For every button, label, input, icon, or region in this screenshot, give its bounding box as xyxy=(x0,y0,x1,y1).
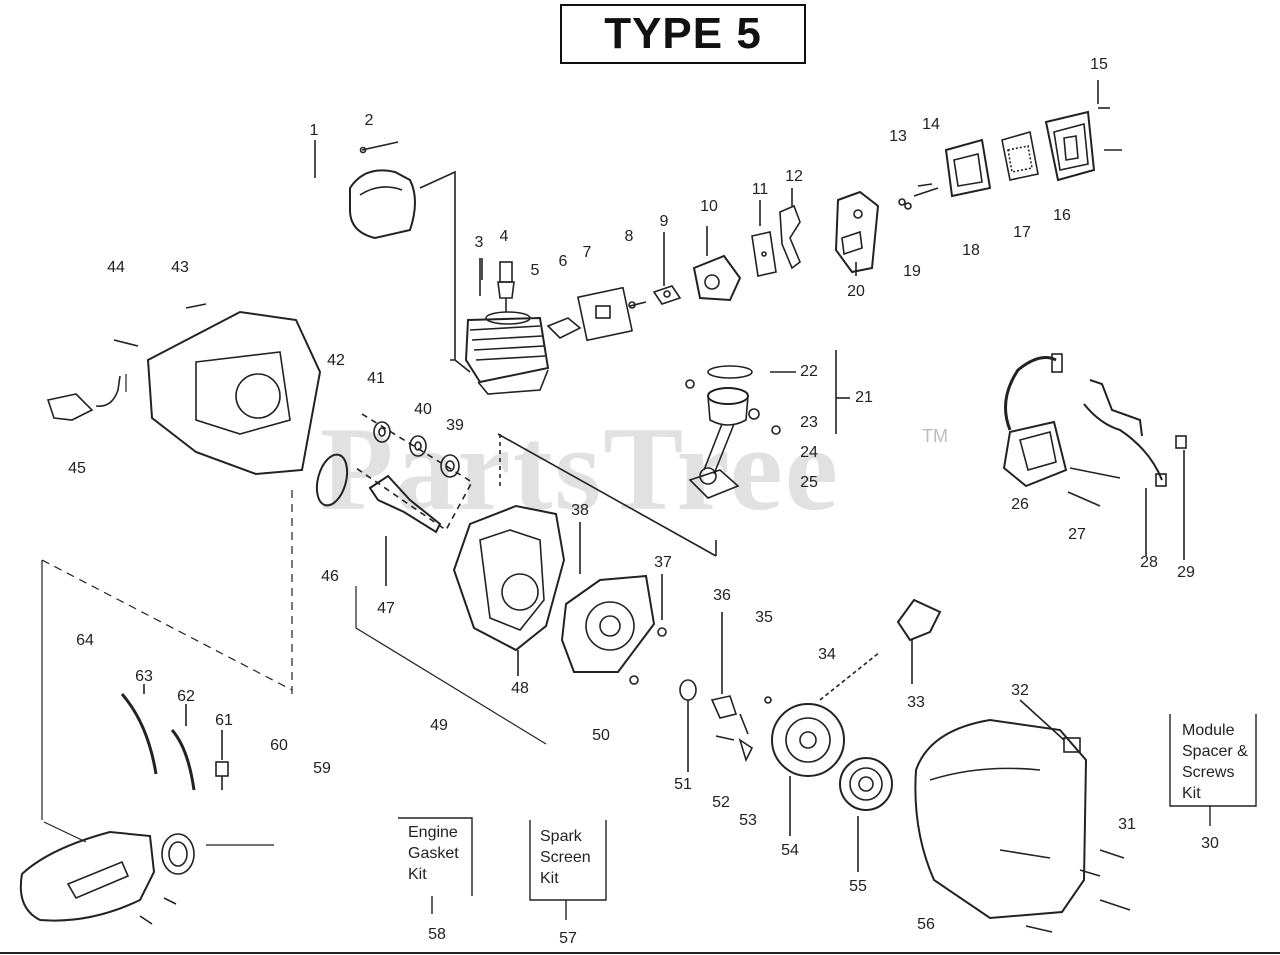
callout-9: 9 xyxy=(659,213,669,230)
callout-54: 54 xyxy=(781,842,799,859)
callout-10: 10 xyxy=(700,198,718,215)
carb-plate xyxy=(751,188,801,277)
callout-22: 22 xyxy=(800,363,818,380)
muffler-cover xyxy=(314,140,471,373)
callout-50: 50 xyxy=(592,727,610,744)
callout-34: 34 xyxy=(818,646,836,663)
callout-26: 26 xyxy=(1011,496,1029,513)
callout-12: 12 xyxy=(785,168,803,185)
callout-17: 17 xyxy=(1013,224,1031,241)
type-title-box: TYPE 5 xyxy=(560,4,806,64)
callout-7: 7 xyxy=(582,244,592,261)
starter-housing xyxy=(914,699,1131,933)
callout-5: 5 xyxy=(530,262,540,279)
callout-2: 2 xyxy=(364,112,374,129)
callout-33: 33 xyxy=(907,694,925,711)
callout-27: 27 xyxy=(1068,526,1086,543)
callout-48: 48 xyxy=(511,680,529,697)
callout-16: 16 xyxy=(1053,207,1071,224)
spark-screen-kit-label: Spark Screen Kit xyxy=(540,828,591,887)
callout-19: 19 xyxy=(903,263,921,280)
callout-45: 45 xyxy=(68,460,86,477)
callout-20: 20 xyxy=(847,283,865,300)
callout-44: 44 xyxy=(107,259,125,276)
o-ring xyxy=(315,453,349,507)
guide-lines xyxy=(41,374,547,846)
callout-58: 58 xyxy=(428,926,446,943)
callout-52: 52 xyxy=(712,794,730,811)
callout-29: 29 xyxy=(1177,564,1195,581)
callout-30: 30 xyxy=(1201,835,1219,852)
callout-56: 56 xyxy=(917,916,935,933)
callout-25: 25 xyxy=(800,474,818,491)
callout-62: 62 xyxy=(177,688,195,705)
callout-37: 37 xyxy=(654,554,672,571)
air-filter-cover xyxy=(1044,80,1122,182)
callout-8: 8 xyxy=(624,228,634,245)
callout-24: 24 xyxy=(800,444,818,461)
engine-gasket-kit-label: Engine Gasket Kit xyxy=(408,824,459,883)
callout-42: 42 xyxy=(327,352,345,369)
callout-51: 51 xyxy=(674,776,692,793)
callout-47: 47 xyxy=(377,600,395,617)
type-title: TYPE 5 xyxy=(604,9,762,58)
callout-60: 60 xyxy=(270,737,288,754)
callout-64: 64 xyxy=(76,632,94,649)
callout-46: 46 xyxy=(321,568,339,585)
callout-31: 31 xyxy=(1118,816,1136,833)
piston-assembly xyxy=(685,350,850,499)
module-spacer-kit-label: Module Spacer & Screws Kit xyxy=(1182,722,1248,802)
callout-38: 38 xyxy=(571,502,589,519)
crankcase xyxy=(452,433,717,676)
callout-15: 15 xyxy=(1090,56,1108,73)
spark-plug xyxy=(479,258,515,312)
callout-40: 40 xyxy=(414,401,432,418)
callout-14: 14 xyxy=(922,116,940,133)
cylinder xyxy=(464,311,550,395)
callout-41: 41 xyxy=(367,370,385,387)
callout-57: 57 xyxy=(559,930,577,947)
intake-gaskets xyxy=(546,286,647,342)
callout-59: 59 xyxy=(313,760,331,777)
ignition-module xyxy=(1002,353,1187,560)
callout-28: 28 xyxy=(1140,554,1158,571)
callout-55: 55 xyxy=(849,878,867,895)
trademark-mark: TM xyxy=(922,426,948,446)
kit-frames xyxy=(398,714,1257,920)
air-filter-plate xyxy=(898,130,1039,210)
fuel-parts xyxy=(120,684,229,791)
callout-18: 18 xyxy=(962,242,980,259)
callout-3: 3 xyxy=(474,234,484,251)
callout-6: 6 xyxy=(558,253,568,270)
fuel-tank xyxy=(19,830,195,925)
crankshaft xyxy=(368,474,442,586)
crankcase-cover xyxy=(560,522,667,685)
air-filter-base xyxy=(834,190,880,276)
engine-housing xyxy=(46,303,322,476)
callout-53: 53 xyxy=(739,812,757,829)
callout-11: 11 xyxy=(751,181,769,198)
callout-32: 32 xyxy=(1011,682,1029,699)
callout-49: 49 xyxy=(430,717,448,734)
callout-36: 36 xyxy=(713,587,731,604)
carburetor xyxy=(652,226,742,305)
callout-13: 13 xyxy=(889,128,907,145)
callout-21: 21 xyxy=(855,389,873,406)
callout-63: 63 xyxy=(135,668,153,685)
callout-35: 35 xyxy=(755,609,773,626)
callout-39: 39 xyxy=(446,417,464,434)
callout-43: 43 xyxy=(171,259,189,276)
starter-assembly xyxy=(679,598,942,872)
callout-23: 23 xyxy=(800,414,818,431)
callout-4: 4 xyxy=(499,228,509,245)
callout-61: 61 xyxy=(215,712,233,729)
bearings xyxy=(355,413,474,532)
callout-1: 1 xyxy=(309,122,319,139)
